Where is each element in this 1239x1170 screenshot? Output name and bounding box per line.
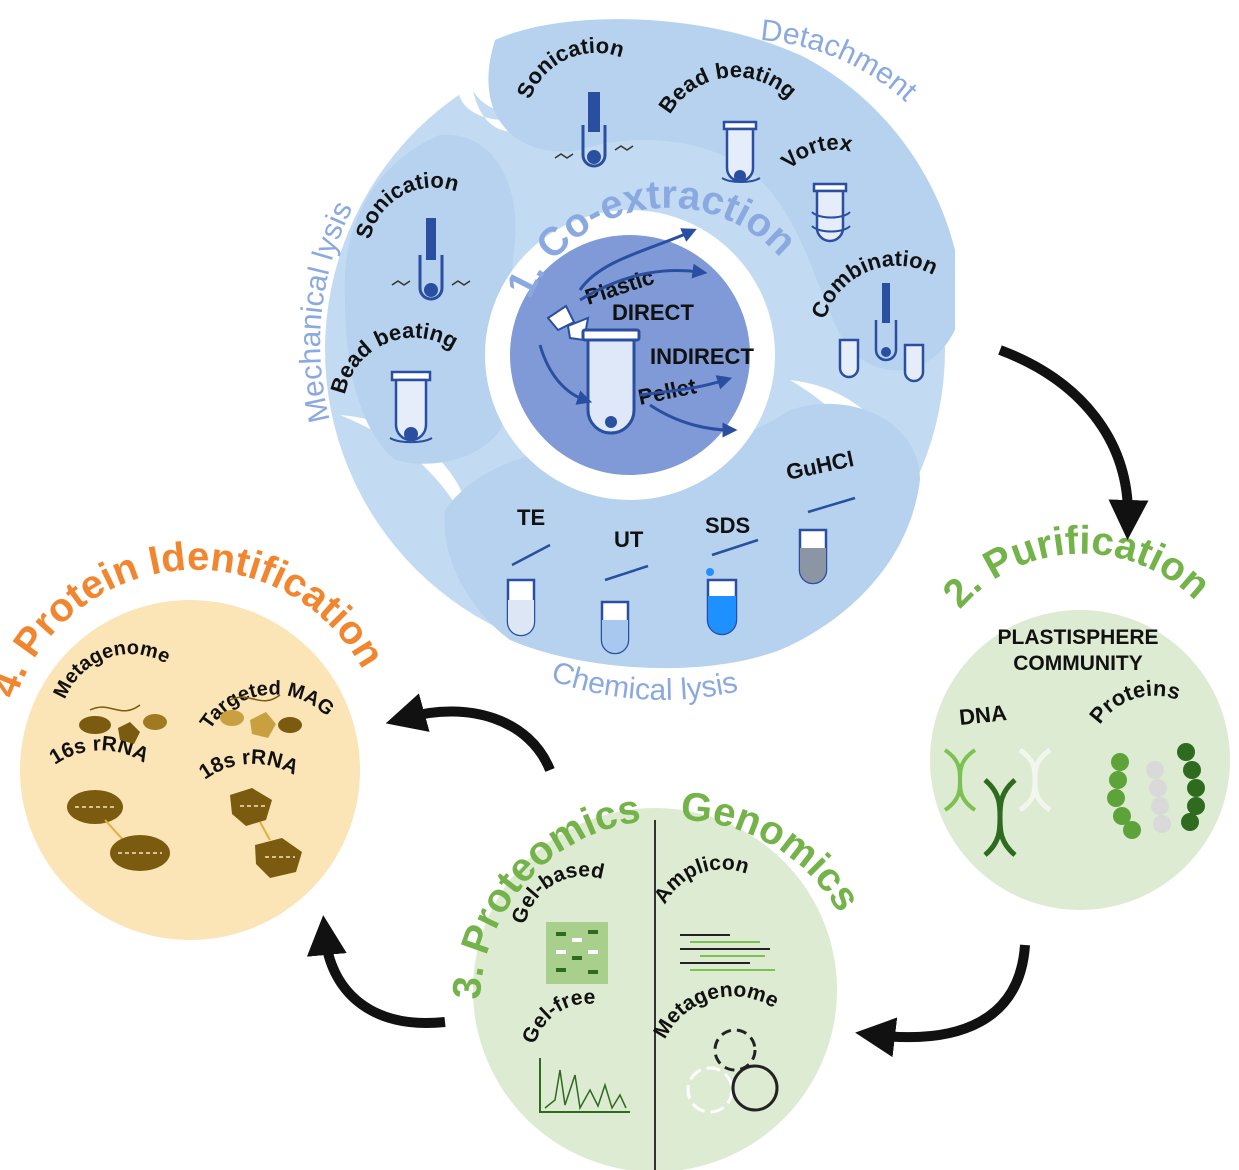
chromatogram-icon <box>539 1058 630 1113</box>
community-line-2: COMMUNITY <box>1013 652 1143 675</box>
metagenome-circles-icon <box>686 1028 779 1114</box>
sds-tube-icon <box>706 538 759 636</box>
amplicon-reads-icon <box>680 934 775 971</box>
mechanical-sonicator-icon <box>391 218 471 301</box>
purification-title: 2. Purification <box>935 519 1219 616</box>
arrow-to-omics <box>855 944 1030 1058</box>
purification-section: 2. Purification PLASTISPHERE COMMUNITY D… <box>930 519 1230 910</box>
metagenome-cells-icon <box>79 704 167 744</box>
arrow-to-protein-id <box>306 915 446 1028</box>
chemical-sds-label: SDS <box>705 513 750 538</box>
purification-circle <box>930 610 1230 910</box>
protein-id-section: 4. Protein Identification Metagenome Tar… <box>0 0 393 940</box>
te-tube-icon <box>506 543 551 637</box>
ut-tube-icon <box>600 564 649 655</box>
coextraction-section: Detachment Mechanical lysis Chemical lys… <box>294 14 955 707</box>
protein-chain-icons <box>1107 743 1205 839</box>
indirect-label: INDIRECT <box>650 344 754 369</box>
rrna18-cell-icon <box>230 788 302 878</box>
cycle-arrows <box>306 345 1149 1058</box>
chemical-te-label: TE <box>517 505 545 530</box>
guhcl-tube-icon <box>798 496 856 585</box>
omics-section: 3. Proteomics Genomics Gel-based Amplico… <box>445 784 869 1170</box>
rrna16-cell-icon <box>67 790 170 871</box>
dna-helix-icons <box>943 747 1052 857</box>
chemical-ut-label: UT <box>614 527 644 552</box>
gel-icon <box>546 922 608 984</box>
dna-label: DNA <box>958 700 1008 730</box>
targeted-cells-icon <box>220 694 302 738</box>
community-line-1: PLASTISPHERE <box>997 626 1158 649</box>
tube-icon <box>581 328 641 435</box>
arrow-omics-to-protein-id <box>385 693 555 773</box>
sonicator-icon <box>554 92 634 168</box>
vortex-tube-icon <box>811 182 851 243</box>
protein-id-circle <box>20 600 360 940</box>
direct-label: DIRECT <box>612 300 694 325</box>
detachment-lobe <box>488 19 955 371</box>
combination-icon <box>838 283 925 383</box>
mechanical-bead-tube-icon <box>389 370 433 444</box>
bead-tube-icon <box>721 120 761 183</box>
arrow-to-purification <box>998 345 1149 540</box>
